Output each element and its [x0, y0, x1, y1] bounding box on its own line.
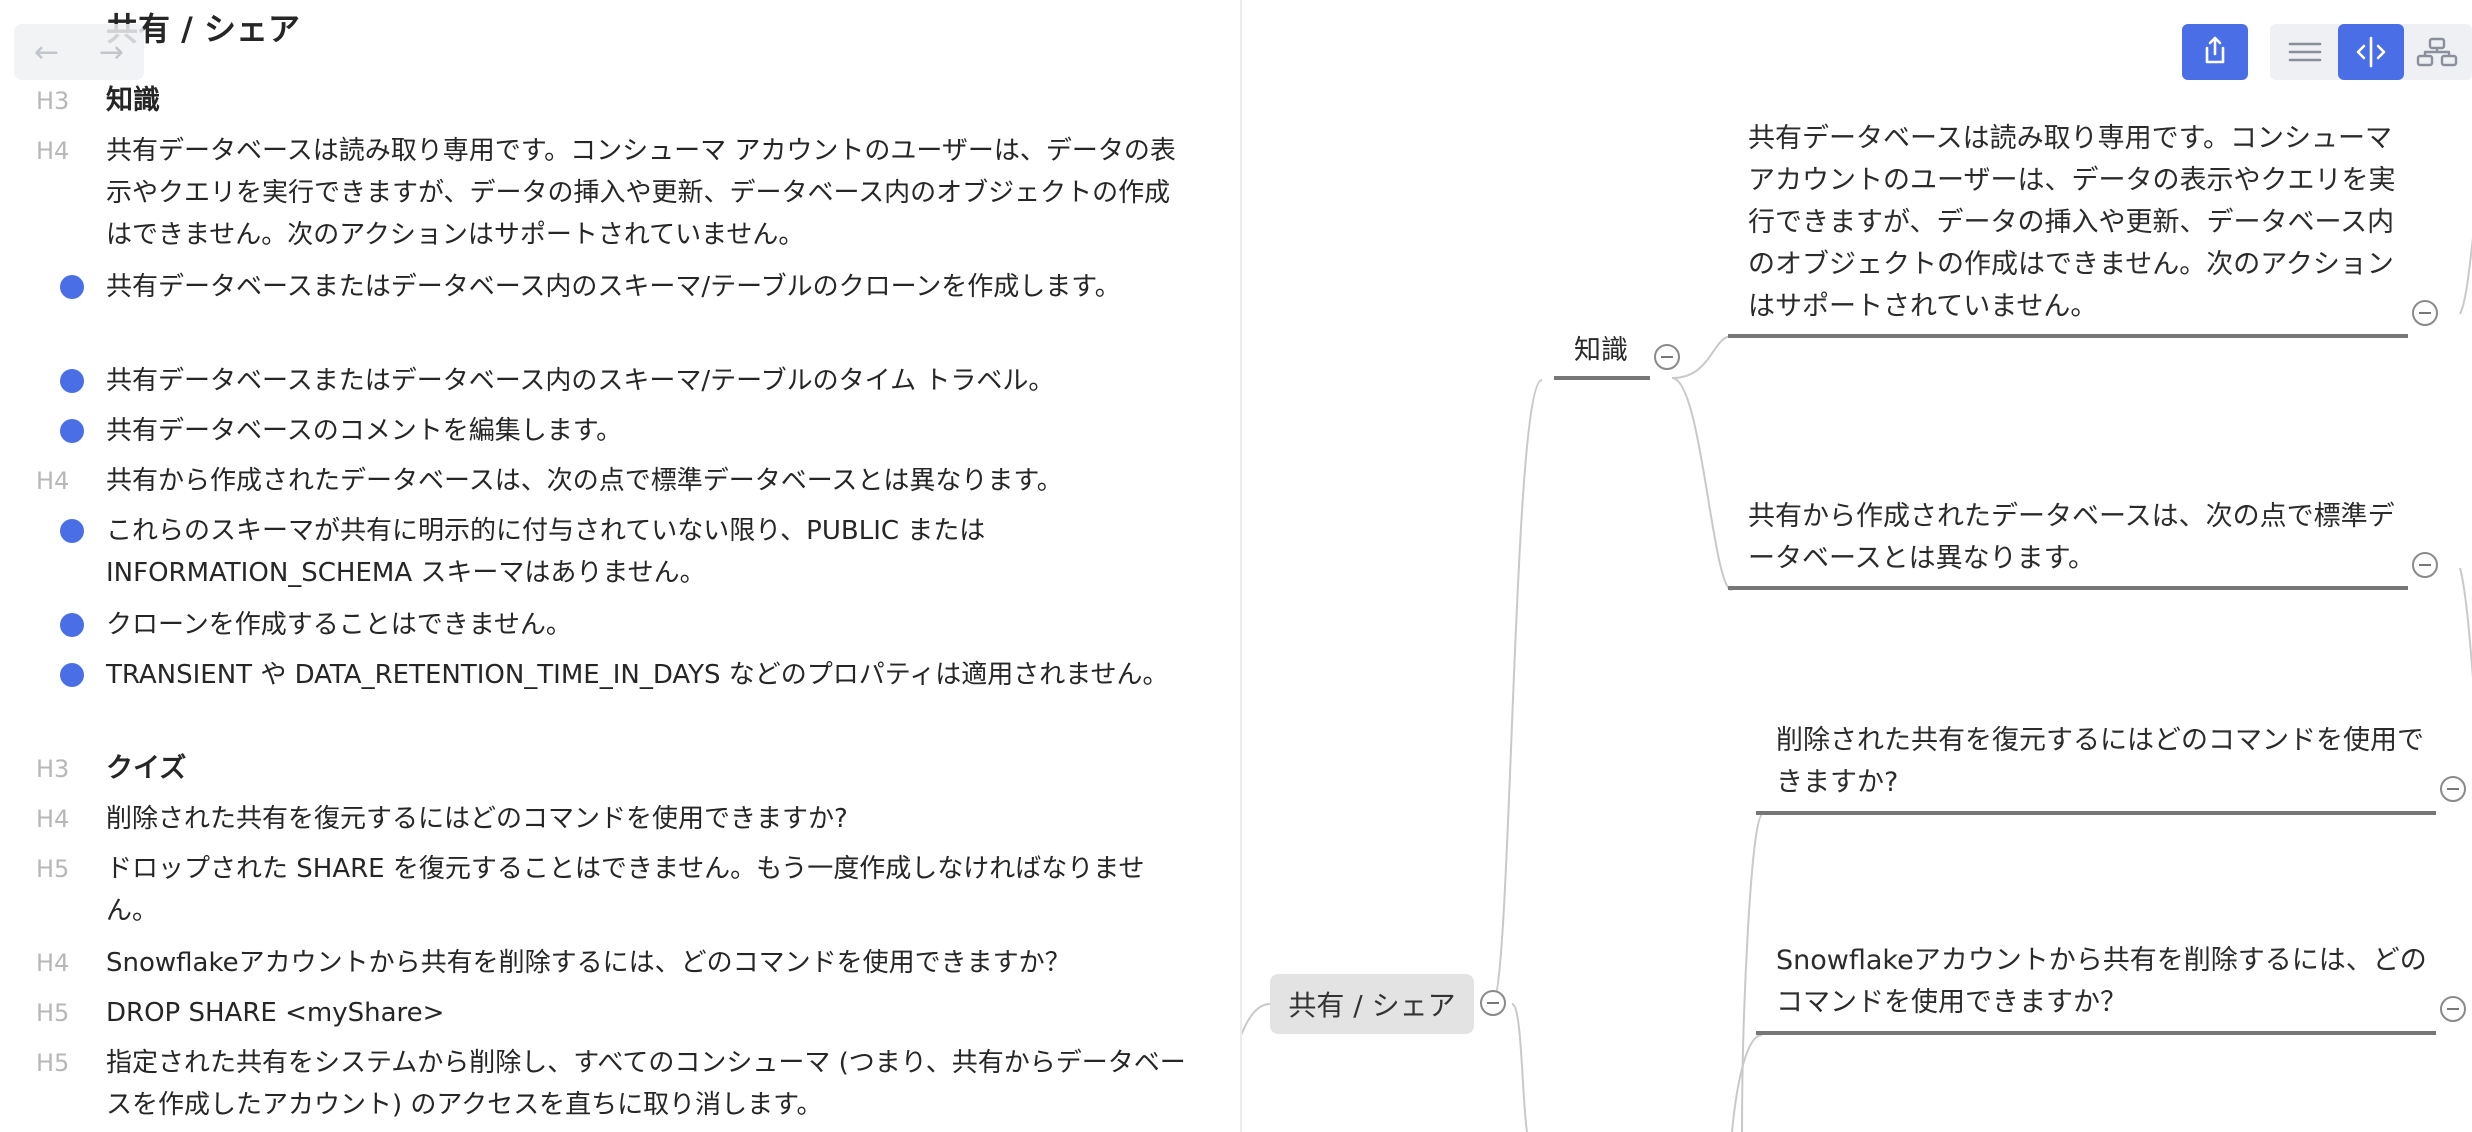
- document-title[interactable]: 共有 / シェア: [106, 10, 300, 48]
- mindmap-node-readonly[interactable]: 共有データベースは読み取り専用です。コンシューマ アカウントのユーザーは、データ…: [1748, 123, 2396, 322]
- mindmap-node-knowledge[interactable]: 知識: [1574, 335, 1628, 366]
- mindmap-view-button[interactable]: [2404, 24, 2470, 80]
- bullet-dot-icon[interactable]: [60, 419, 84, 443]
- outline-row[interactable]: H4 共有から作成されたデータベースは、次の点で標準データベースとは異なります。: [0, 460, 1240, 502]
- outline-row[interactable]: 共有データベースまたはデータベース内のスキーマ/テーブルのクローンを作成します。: [0, 266, 1240, 350]
- collapse-toggle-icon[interactable]: [1654, 344, 1680, 370]
- connector-differs-right: [2459, 567, 2472, 678]
- share-button[interactable]: [2182, 24, 2248, 80]
- mindmap-node-restore-question[interactable]: 削除された共有を復元するにはどのコマンドを使用できますか?: [1776, 725, 2424, 798]
- outline-row[interactable]: クローンを作成することはできません。: [0, 604, 1240, 646]
- collapse-toggle-icon[interactable]: [2440, 776, 2466, 802]
- outline-view-icon: [2288, 42, 2322, 62]
- outline-row[interactable]: TRANSIENT や DATA_RETENTION_TIME_IN_DAYS …: [0, 654, 1240, 738]
- bullet-dot-icon[interactable]: [60, 369, 84, 393]
- outline-text[interactable]: TRANSIENT や DATA_RETENTION_TIME_IN_DAYS …: [106, 660, 1169, 690]
- outline-row[interactable]: H4 削除された共有を復元するにはどのコマンドを使用できますか?: [0, 798, 1240, 840]
- heading-level-badge: H4: [36, 805, 70, 833]
- outline-text[interactable]: Snowflakeアカウントから共有を削除するには、どのコマンドを使用できますか…: [106, 948, 1071, 978]
- outline-text[interactable]: 共有データベースまたはデータベース内のスキーマ/テーブルのクローンを作成します。: [106, 272, 1121, 302]
- outline-text[interactable]: これらのスキーマが共有に明示的に付与されていない限り、PUBLIC または IN…: [106, 516, 986, 588]
- history-nav: ← →: [14, 24, 144, 80]
- mindmap-pane: 共有 / シェア 知識 共有データベースは読み取り専用です。コンシューマ アカウ…: [1242, 0, 2472, 1132]
- connector-root-left: [1242, 1003, 1271, 1036]
- heading-level-badge: H5: [36, 1049, 70, 1077]
- outline-row[interactable]: H5 DROP SHARE <myShare>: [0, 992, 1240, 1034]
- bullet-dot-icon[interactable]: [60, 663, 84, 687]
- back-arrow-icon[interactable]: ←: [33, 34, 60, 70]
- heading-level-badge: H5: [36, 855, 70, 883]
- collapse-toggle-icon[interactable]: [1480, 990, 1506, 1016]
- outline-row[interactable]: H3 クイズ: [0, 748, 1240, 790]
- outline-heading[interactable]: 知識: [106, 85, 160, 116]
- connector-root-bottom: [1511, 1003, 1528, 1132]
- outline-pane: ← → 共有 / シェア H3 知識 H4 共有データベースは読み取り専用です。コンシュ…: [0, 8, 1240, 1126]
- mindmap-connectors: [1242, 237, 2472, 1132]
- outline-text[interactable]: 指定された共有をシステムから削除し、すべてのコンシューマ (つまり、共有からデー…: [106, 1048, 1186, 1120]
- outline-text[interactable]: DROP SHARE <myShare>: [106, 998, 445, 1028]
- outline-text[interactable]: クローンを作成することはできません。: [106, 610, 572, 640]
- mindmap-root-node[interactable]: 共有 / シェア: [1270, 974, 1474, 1034]
- collapse-toggle-icon[interactable]: [2412, 300, 2438, 326]
- connector-knowledge-differs: [1671, 377, 1733, 591]
- heading-level-badge: H4: [36, 949, 70, 977]
- bullet-dot-icon[interactable]: [60, 613, 84, 637]
- mindmap-view-icon: [2416, 37, 2458, 67]
- connector-root-knowledge: [1491, 379, 1543, 1005]
- outline-row[interactable]: 共有 / シェア: [0, 8, 1240, 50]
- outline-text[interactable]: 共有データベースまたはデータベース内のスキーマ/テーブルのタイム トラベル。: [106, 366, 1055, 396]
- collapse-toggle-icon[interactable]: [2440, 996, 2466, 1022]
- connector-lower-restore: [1741, 814, 1763, 1132]
- connector-readonly-right: [2459, 237, 2472, 315]
- pane-divider[interactable]: [1240, 0, 1242, 1132]
- outline-row[interactable]: H4 共有データベースは読み取り専用です。コンシューマ アカウントのユーザーは、デ…: [0, 130, 1240, 256]
- mindmap-node-differs[interactable]: 共有から作成されたデータベースは、次の点で標準データベースとは異なります。: [1748, 501, 2395, 574]
- heading-level-badge: H4: [36, 137, 70, 165]
- outline-heading[interactable]: クイズ: [106, 753, 187, 784]
- mindmap-node-delete-question[interactable]: Snowflakeアカウントから共有を削除するには、どのコマンドを使用できますか…: [1776, 945, 2427, 1018]
- connector-knowledge-readonly: [1671, 335, 1733, 379]
- outline-row[interactable]: 共有データベースのコメントを編集します。: [0, 410, 1240, 452]
- outline-row[interactable]: H4 Snowflakeアカウントから共有を削除するには、どのコマンドを使用できま…: [0, 942, 1240, 984]
- connector-lower-delete: [1731, 1034, 1763, 1132]
- outline-view-button[interactable]: [2272, 24, 2338, 80]
- outline-row[interactable]: 共有データベースまたはデータベース内のスキーマ/テーブルのタイム トラベル。: [0, 360, 1240, 402]
- split-view-icon: [2356, 36, 2386, 68]
- outline-text[interactable]: 共有から作成されたデータベースは、次の点で標準データベースとは異なります。: [106, 466, 1063, 496]
- outline-row[interactable]: H3 知識: [0, 80, 1240, 122]
- outline-row[interactable]: H5 ドロップされた SHARE を復元することはできません。もう一度作成しなけれ…: [0, 848, 1240, 932]
- outline-text[interactable]: 共有データベースは読み取り専用です。コンシューマ アカウントのユーザーは、データ…: [106, 136, 1176, 250]
- heading-level-badge: H4: [36, 467, 70, 495]
- heading-level-badge: H3: [36, 87, 70, 115]
- outline-text[interactable]: 共有データベースのコメントを編集します。: [106, 416, 623, 446]
- split-view-button[interactable]: [2338, 24, 2404, 80]
- forward-arrow-icon[interactable]: →: [98, 34, 125, 70]
- bullet-dot-icon[interactable]: [60, 519, 84, 543]
- outline-row[interactable]: これらのスキーマが共有に明示的に付与されていない限り、PUBLIC または IN…: [0, 510, 1240, 594]
- view-mode-switcher: [2270, 24, 2472, 80]
- heading-level-badge: H5: [36, 999, 70, 1027]
- share-icon: [2205, 36, 2225, 64]
- outline-text[interactable]: ドロップされた SHARE を復元することはできません。もう一度作成しなければな…: [106, 854, 1145, 926]
- collapse-toggle-icon[interactable]: [2412, 552, 2438, 578]
- outline-text[interactable]: 削除された共有を復元するにはどのコマンドを使用できますか?: [106, 804, 848, 834]
- outline-row[interactable]: H5 指定された共有をシステムから削除し、すべてのコンシューマ (つまり、共有から…: [0, 1042, 1240, 1126]
- bullet-dot-icon[interactable]: [60, 275, 84, 299]
- heading-level-badge: H3: [36, 755, 70, 783]
